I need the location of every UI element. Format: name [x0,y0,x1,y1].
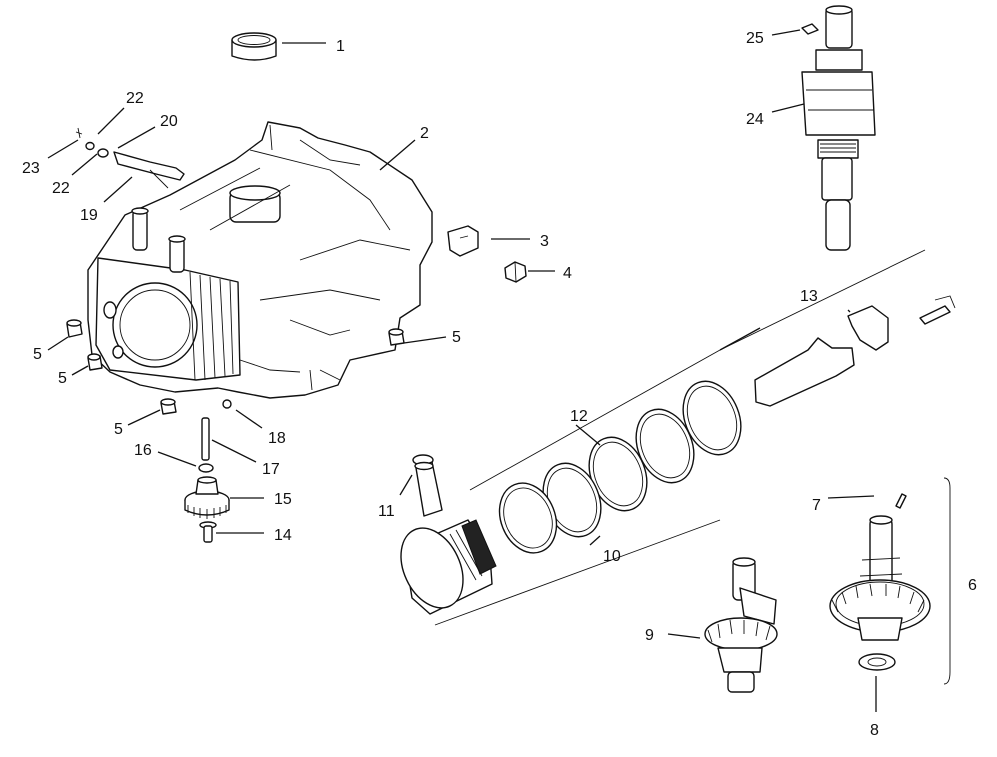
part-14-pin [199,521,217,543]
part-5-dowel-a [66,319,83,338]
part-20-22-23-fittings [75,127,109,158]
part-5-dowel-b [87,353,103,371]
label-8: 8 [870,722,879,739]
label-24: 24 [746,111,764,128]
callout-labels: 1 2 3 4 5 5 5 5 6 7 8 9 10 11 12 13 14 1… [22,30,977,739]
part-11-piston-pin [412,454,443,517]
label-23: 23 [22,160,40,177]
label-9: 9 [645,627,654,644]
label-12: 12 [570,408,588,425]
label-17: 17 [262,461,280,478]
part-6-bracket [943,477,951,685]
label-3: 3 [540,233,549,250]
label-1: 1 [336,38,345,55]
label-16: 16 [134,442,152,459]
label-4: 4 [563,265,572,282]
label-5-b: 5 [58,370,67,387]
part-3-bracket [447,225,479,257]
part-1-sleeve [231,32,277,61]
label-11: 11 [378,503,395,520]
label-14: 14 [274,527,292,544]
label-6: 6 [968,577,977,594]
part-24-crankshaft [801,5,876,251]
label-22-b: 22 [52,180,70,197]
part-10-piston [400,519,497,615]
label-5-a: 5 [33,346,42,363]
part-19-breather-tube [113,151,185,189]
part-4-bolt [504,261,527,283]
part-6-camshaft [829,515,931,641]
part-9-balance-shaft [704,557,778,693]
label-20: 20 [160,113,178,130]
part-18-plug [222,399,232,409]
label-18: 18 [268,430,286,447]
label-22-a: 22 [126,90,144,107]
part-5-dowel-c [160,398,177,415]
part-25-key [801,23,819,35]
part-12-piston-rings [498,380,742,554]
part-5-dowel-d [388,328,405,346]
label-15: 15 [274,491,292,508]
label-5-c: 5 [114,421,123,438]
part-13-connecting-rod [754,295,956,407]
part-2-crankcase [87,121,433,399]
part-17-governor-shaft [201,417,210,461]
part-8-washer [858,653,896,671]
label-7: 7 [812,497,821,514]
label-2: 2 [420,125,429,142]
label-25: 25 [746,30,764,47]
leader-lines [47,29,877,712]
label-13: 13 [800,288,818,305]
label-19: 19 [80,207,98,224]
label-5-d: 5 [452,329,461,346]
part-15-governor-gear [184,476,230,519]
assembly-band [434,249,926,626]
part-7-pin [895,493,907,509]
part-16-washer [198,463,214,473]
label-10: 10 [603,548,621,565]
